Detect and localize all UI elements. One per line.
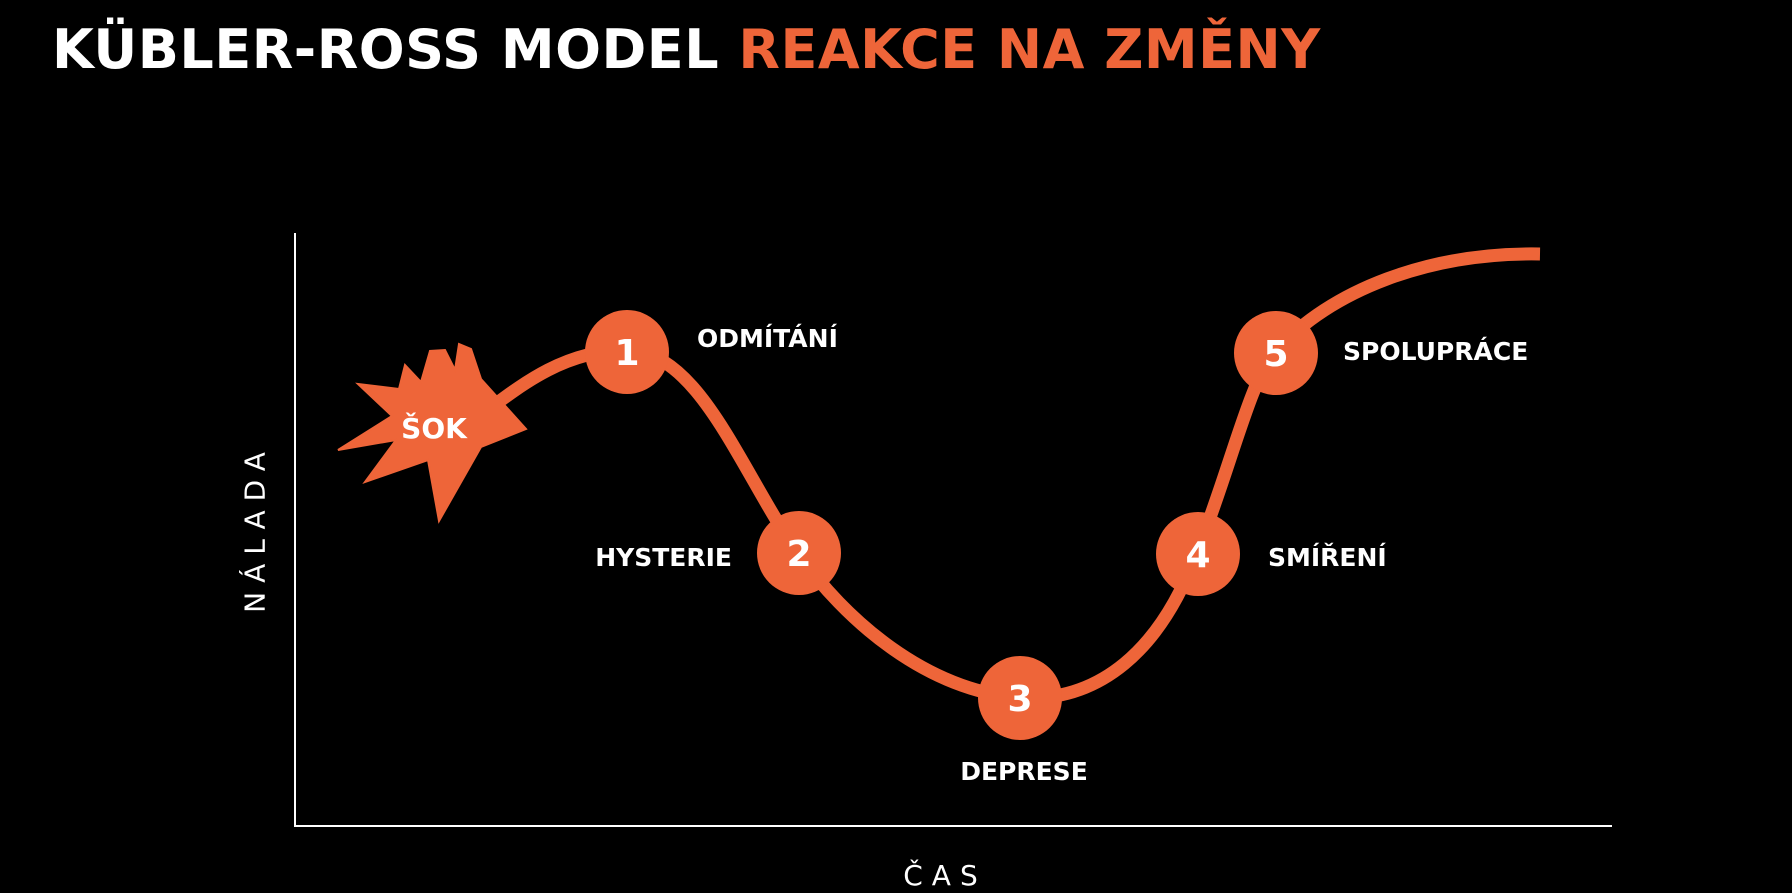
stage-5: 5 SPOLUPRÁCE [1234, 311, 1528, 395]
shock-label: ŠOK [401, 411, 468, 445]
stage-3-label: DEPRESE [960, 757, 1088, 786]
stage-5-circle [1234, 311, 1318, 395]
title-accent: REAKCE NA ZMĚNY [738, 18, 1321, 81]
title-main: KÜBLER-ROSS MODEL [52, 18, 720, 81]
stage-5-number: 5 [1263, 334, 1288, 375]
stage-4-label: SMÍŘENÍ [1268, 543, 1387, 572]
slide-title: KÜBLER-ROSS MODEL REAKCE NA ZMĚNY [52, 10, 1321, 90]
stage-1-number: 1 [614, 333, 639, 374]
stage-2-number: 2 [786, 534, 811, 575]
x-axis-label: ČAS [903, 858, 986, 892]
stage-2: 2 HYSTERIE [595, 511, 841, 595]
shock-group: ŠOK [337, 342, 528, 524]
stage-4-number: 4 [1185, 535, 1210, 576]
stage-5-label: SPOLUPRÁCE [1343, 337, 1528, 366]
stage-3: 3 DEPRESE [960, 656, 1088, 786]
stage-3-circle [978, 656, 1062, 740]
y-axis-label: NÁLADA [238, 443, 272, 613]
stage-2-label: HYSTERIE [595, 543, 732, 572]
starburst-icon [337, 342, 528, 524]
stage-3-number: 3 [1007, 679, 1032, 720]
stage-1-label: ODMÍTÁNÍ [697, 324, 838, 353]
stage-4: 4 SMÍŘENÍ [1156, 512, 1387, 596]
stage-1-circle [585, 310, 669, 394]
stage-2-circle [757, 511, 841, 595]
stage-4-circle [1156, 512, 1240, 596]
stage-1: 1 ODMÍTÁNÍ [585, 310, 838, 394]
